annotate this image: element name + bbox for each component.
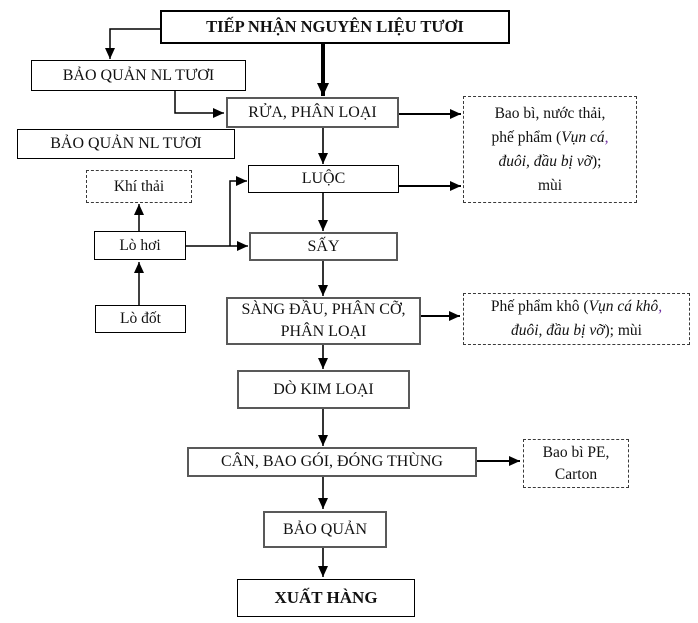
arrow-boiler-to-boil <box>229 176 247 246</box>
node-weigh-pack-box: CÂN, BAO GÓI, ĐÓNG THÙNG <box>187 447 477 477</box>
node-label: BẢO QUẢN NL TƯƠI <box>50 135 202 152</box>
node-label: Khí thải <box>113 177 165 195</box>
wet-waste-line4-text: mùi <box>537 176 563 194</box>
dry-waste-line2-normal: ); mùi <box>604 322 642 339</box>
wet-waste-line3-italic: đuôi, đầu bị vỡ <box>498 152 593 170</box>
wet-waste-line3-normal: ); <box>592 152 602 170</box>
node-steam-boiler: Lò hơi <box>94 231 186 260</box>
node-label: DÒ KIM LOẠI <box>273 380 374 398</box>
packaging-line1: Bao bì PE, <box>542 443 610 461</box>
node-label: SẤY <box>307 237 340 255</box>
node-label-line2: PHÂN LOẠI <box>280 323 367 340</box>
node-wash-classify: RỬA, PHÂN LOẠI <box>226 97 399 128</box>
dry-waste-line2-italic: đuôi, đầu bị vỡ <box>511 322 605 339</box>
node-receive-fresh-material: TIẾP NHẬN NGUYÊN LIỆU TƯƠI <box>160 10 510 44</box>
node-label: XUẤT HÀNG <box>274 588 378 608</box>
node-metal-detect: DÒ KIM LOẠI <box>237 370 410 409</box>
dry-waste-line1: Phế phẩm khô (Vụn cá khô, <box>491 295 662 319</box>
node-boil: LUỘC <box>248 165 399 193</box>
node-label: LUỘC <box>301 170 346 187</box>
node-dry: SẤY <box>249 232 398 261</box>
arrow-receive-to-preserve1 <box>105 28 160 59</box>
node-label: Lò hơi <box>119 236 161 254</box>
wet-waste-line2-italic: Vụn cá <box>561 128 605 146</box>
node-incinerator: Lò đốt <box>95 305 186 333</box>
node-store: BẢO QUẢN <box>263 511 387 548</box>
node-label: TIẾP NHẬN NGUYÊN LIỆU TƯƠI <box>206 16 464 36</box>
dry-waste-line1-comma: , <box>658 298 663 315</box>
arrow-preserve1-to-wash <box>174 91 224 118</box>
wet-waste-line2: phế phẩm (Vụn cá, <box>491 126 608 150</box>
node-exhaust-gas: Khí thải <box>86 170 192 203</box>
node-preserve-raw-1: BẢO QUẢN NL TƯƠI <box>31 60 246 91</box>
output-wet-waste: Bao bì, nước thải, phế phẩm (Vụn cá, đuô… <box>463 96 637 203</box>
wet-waste-line3: đuôi, đầu bị vỡ); <box>499 150 602 174</box>
node-label: RỬA, PHÂN LOẠI <box>248 103 377 121</box>
node-label: BẢO QUẢN NL TƯƠI <box>62 66 215 84</box>
wet-waste-line1: Bao bì, nước thải, <box>495 102 606 126</box>
node-preserve-raw-2: BẢO QUẢN NL TƯƠI <box>17 129 235 159</box>
packaging-line2: Carton <box>554 465 598 483</box>
node-label: Lò đốt <box>120 310 161 328</box>
node-sieve-grade-classify: SÀNG ĐẦU, PHÂN CỠ, PHÂN LOẠI <box>226 297 421 345</box>
wet-waste-line4: mùi <box>538 174 562 198</box>
dry-waste-line2: đuôi, đầu bị vỡ); mùi <box>511 319 642 343</box>
wet-waste-line2-normal: phế phẩm ( <box>491 128 562 146</box>
node-label: CÂN, BAO GÓI, ĐÓNG THÙNG <box>221 453 443 470</box>
output-dry-waste: Phế phẩm khô (Vụn cá khô, đuôi, đầu bị v… <box>463 293 690 345</box>
wet-waste-line2-comma: , <box>604 128 609 146</box>
dry-waste-line1-italic: Vụn cá khô <box>588 298 659 315</box>
output-packaging: Bao bì PE, Carton <box>523 439 629 488</box>
dry-waste-line1-normal: Phế phẩm khô ( <box>490 298 589 315</box>
node-label-line1: SÀNG ĐẦU, PHÂN CỠ, <box>241 301 406 318</box>
wet-waste-line1-text: Bao bì, nước thải, <box>494 104 606 122</box>
node-label: BẢO QUẢN <box>283 520 367 538</box>
node-ship: XUẤT HÀNG <box>237 579 415 617</box>
